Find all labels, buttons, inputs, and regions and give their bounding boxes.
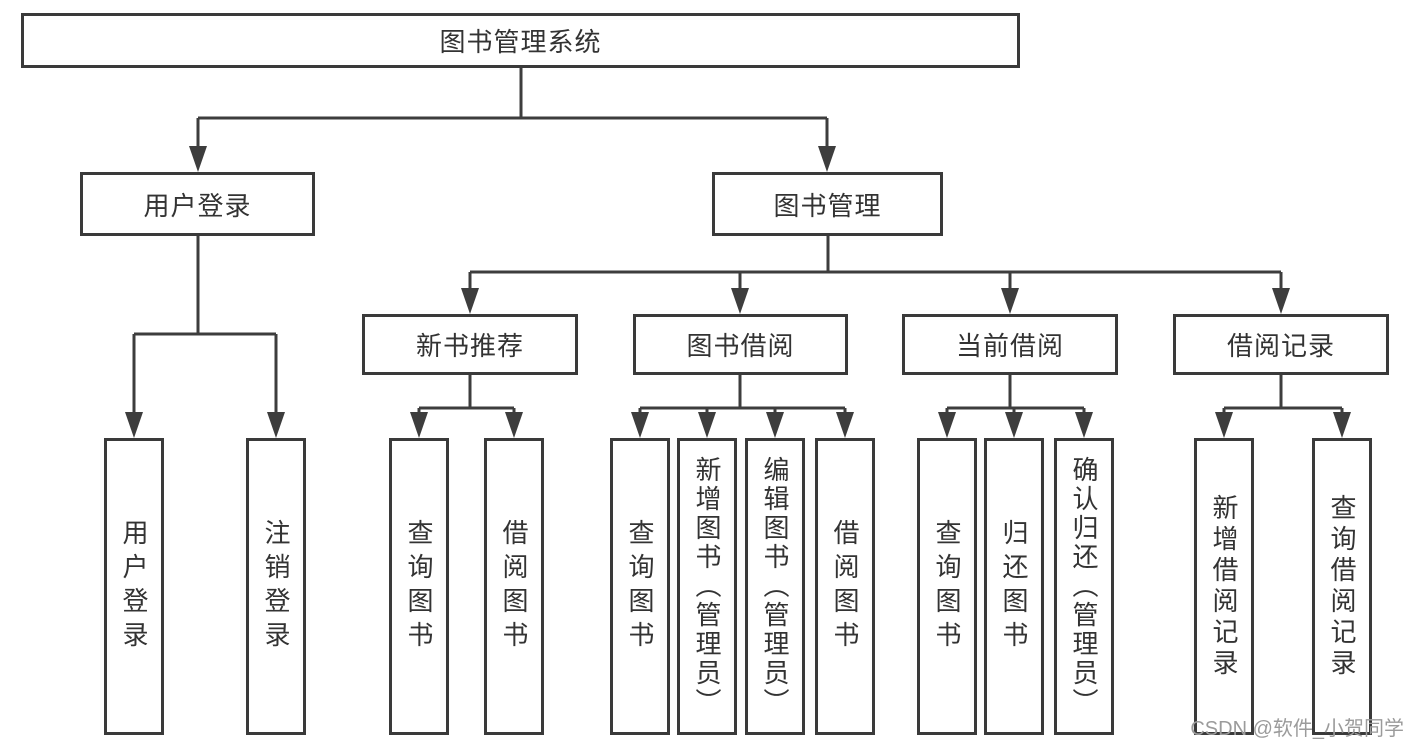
- leaf-borrow-books-borrowing: 借阅图书: [815, 438, 875, 735]
- leaf-query-books-borrowing: 查询图书: [610, 438, 670, 735]
- leaf-query-books-recommend: 查询图书: [389, 438, 449, 735]
- leaf-logout: 注销登录: [246, 438, 306, 735]
- leaf-query-borrow-record: 查询借阅记录: [1312, 438, 1372, 735]
- leaf-query-books-current: 查询图书: [917, 438, 977, 735]
- leaf-return-books: 归还图书: [984, 438, 1044, 735]
- watermark: CSDN @软件_小贺同学: [1190, 718, 1404, 740]
- leaf-confirm-return-admin: 确认归还（管理员）: [1054, 438, 1114, 735]
- node-new-book-recommendation: 新书推荐: [362, 314, 578, 375]
- leaf-add-books-admin: 新增图书（管理员）: [677, 438, 737, 735]
- node-borrowing-records: 借阅记录: [1173, 314, 1389, 375]
- node-book-management: 图书管理: [712, 172, 943, 236]
- leaf-borrow-books-recommend: 借阅图书: [484, 438, 544, 735]
- node-user-login: 用户登录: [80, 172, 315, 236]
- leaf-user-login: 用户登录: [104, 438, 164, 735]
- leaf-edit-books-admin: 编辑图书（管理员）: [745, 438, 805, 735]
- node-current-borrowing: 当前借阅: [902, 314, 1118, 375]
- node-book-borrowing: 图书借阅: [633, 314, 848, 375]
- leaf-add-borrow-record: 新增借阅记录: [1194, 438, 1254, 735]
- node-library-management-system: 图书管理系统: [21, 13, 1020, 68]
